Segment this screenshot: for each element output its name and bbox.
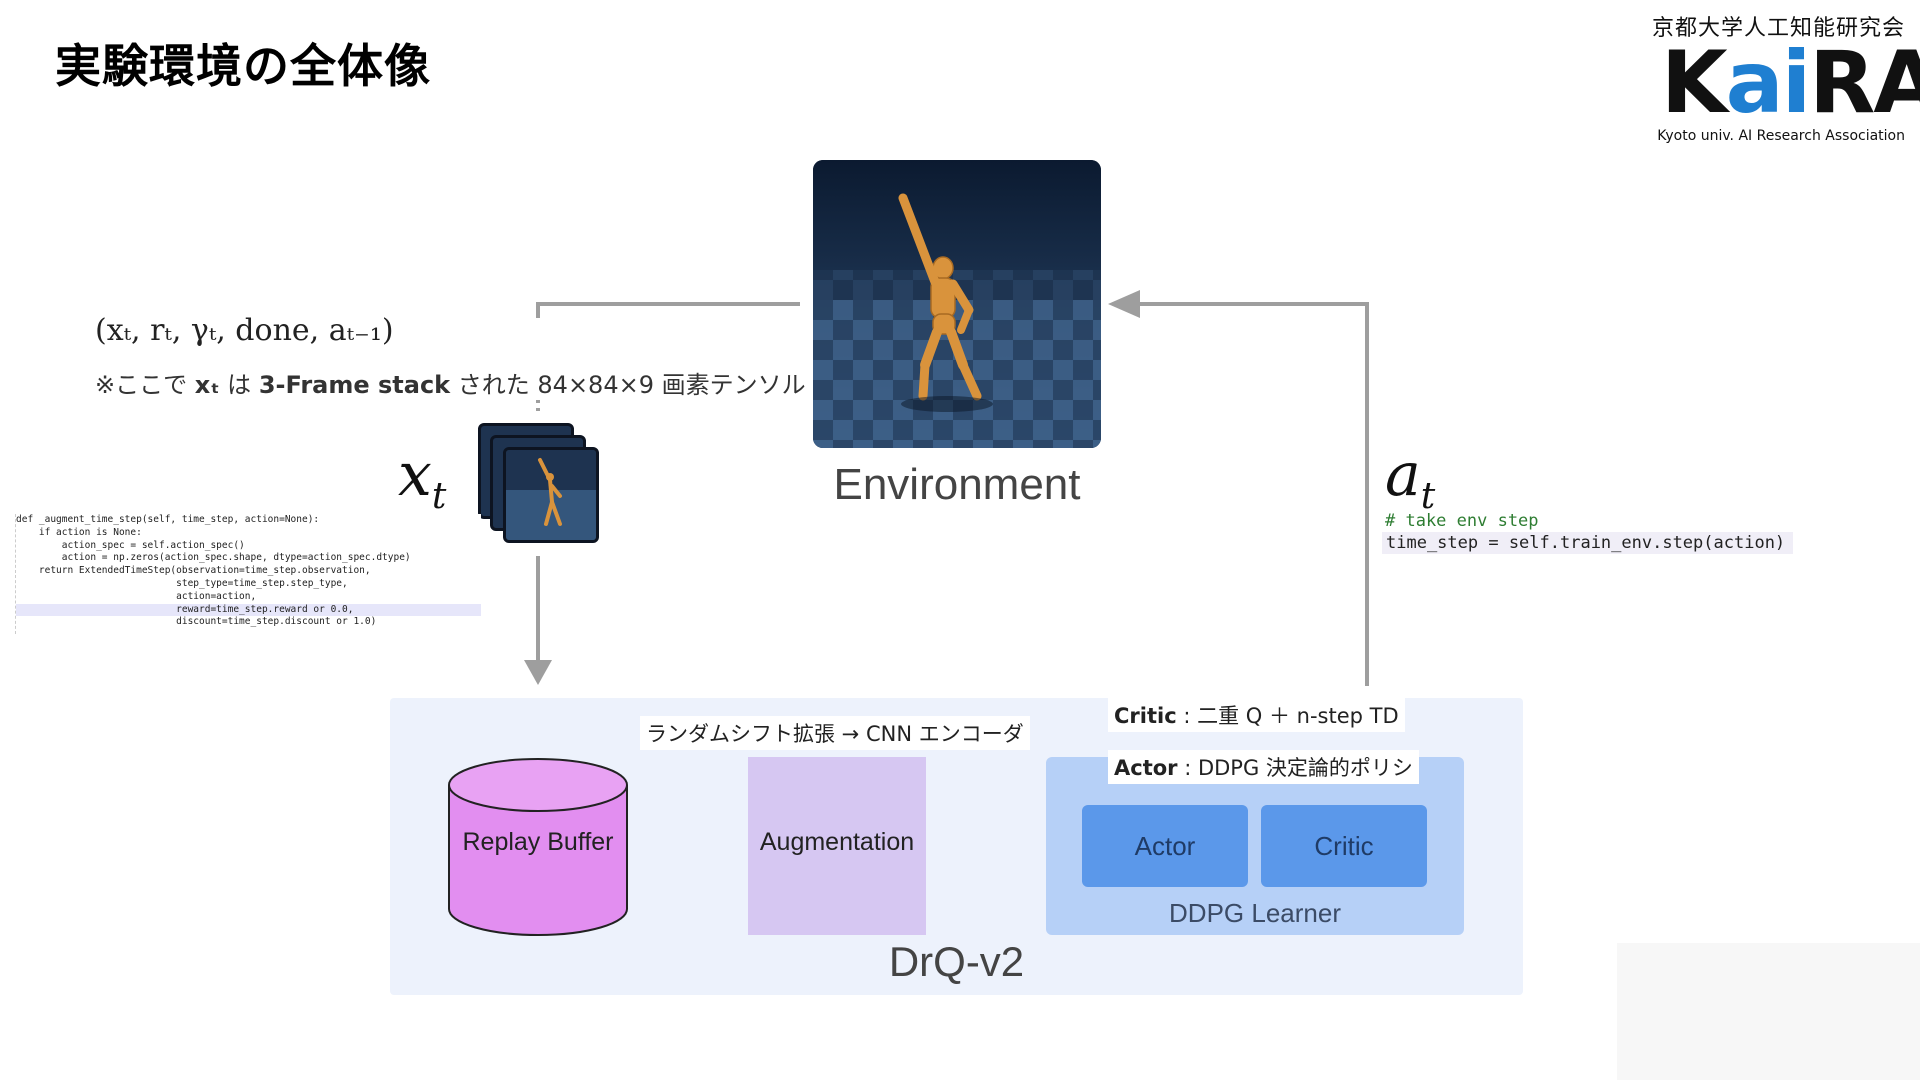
action-symbol-main: a: [1385, 440, 1421, 510]
env-to-observation-line: [536, 302, 800, 318]
actor-box: Actor: [1082, 805, 1248, 887]
critic-caption: Critic : 二重 Q ＋ n-step TD: [1108, 698, 1405, 732]
code-line: return ExtendedTimeStep(observation=time…: [16, 565, 371, 577]
action-code-comment: # take env step: [1385, 511, 1539, 531]
actor-caption: Actor : DDPG 決定論的ポリシ: [1108, 750, 1419, 784]
frame-thumbnail: [506, 450, 596, 540]
xt-to-buffer-arrowhead: [524, 660, 552, 685]
learner-to-env-line: [1140, 302, 1369, 686]
code-line: action=action,: [16, 590, 257, 602]
corner-overlay: [1617, 943, 1920, 1080]
replay-buffer-cylinder: [448, 758, 628, 936]
augmentation-caption: ランダムシフト拡張 → CNN エンコーダ: [640, 716, 1030, 750]
logo-ra: RA: [1809, 33, 1920, 133]
actor-caption-rest: : DDPG 決定論的ポリシ: [1177, 756, 1413, 780]
augment-time-step-code: def _augment_time_step(self, time_step, …: [15, 514, 481, 634]
observation-note-mid: は: [219, 371, 259, 399]
kaira-logo: 京都大学人工知能研究会 KaiRA Kyoto univ. AI Researc…: [1651, 10, 1920, 144]
logo-wordmark: KaiRA: [1661, 40, 1920, 126]
environment-render: [813, 160, 1101, 448]
learner-to-env-arrowhead: [1108, 290, 1140, 318]
logo-tagline: Kyoto univ. AI Research Association: [1657, 128, 1905, 144]
humanoid-checkerboard-image: [813, 160, 1101, 448]
environment-label: Environment: [833, 460, 1081, 509]
observation-note-var: xₜ: [194, 371, 220, 399]
drq-label: DrQ-v2: [888, 938, 1025, 985]
code-line-highlighted: reward=time_step.reward or 0.0,: [16, 603, 481, 617]
observation-symbol: xt: [398, 440, 446, 517]
logo-org-name: 京都大学人工知能研究会: [1651, 16, 1905, 41]
observation-note-bold: 3-Frame stack: [258, 371, 451, 399]
critic-caption-bold: Critic: [1114, 704, 1177, 728]
augmentation-label: Augmentation: [759, 828, 915, 856]
action-symbol: at: [1385, 440, 1435, 517]
code-line: if action is None:: [16, 526, 142, 538]
action-code-line: time_step = self.train_env.step(action): [1382, 532, 1794, 554]
code-line: action = np.zeros(action_spec.shape, dty…: [16, 552, 411, 564]
critic-box: Critic: [1261, 805, 1427, 887]
replay-buffer-label: Replay Buffer: [462, 828, 614, 856]
critic-caption-rest: : 二重 Q ＋ n-step TD: [1176, 704, 1399, 728]
logo-ai: ai: [1725, 33, 1812, 133]
ddpg-learner-label: DDPG Learner: [1169, 898, 1341, 928]
observation-note: ※ここで xₜ は 3-Frame stack された 84×84×9 画素テン…: [95, 365, 806, 400]
logo-k: K: [1661, 33, 1728, 133]
observation-symbol-sub: t: [431, 476, 447, 517]
actor-caption-bold: Actor: [1114, 756, 1178, 780]
observation-note-suffix: された 84×84×9 画素テンソル: [450, 371, 806, 399]
slide-title: 実験環境の全体像: [55, 39, 431, 93]
action-symbol-sub: t: [1420, 476, 1436, 517]
code-line: action_spec = self.action_spec(): [16, 539, 245, 551]
code-line: step_type=time_step.step_type,: [16, 577, 348, 589]
observation-symbol-main: x: [398, 440, 432, 510]
augmentation-box: [748, 757, 926, 935]
code-line: def _augment_time_step(self, time_step, …: [16, 514, 320, 525]
observation-tuple: (xₜ, rₜ, γₜ, done, aₜ₋₁): [95, 313, 394, 348]
observation-note-prefix: ※ここで: [95, 371, 195, 399]
frame-stack-front: [503, 447, 599, 543]
code-line: discount=time_step.discount or 1.0): [16, 616, 377, 628]
